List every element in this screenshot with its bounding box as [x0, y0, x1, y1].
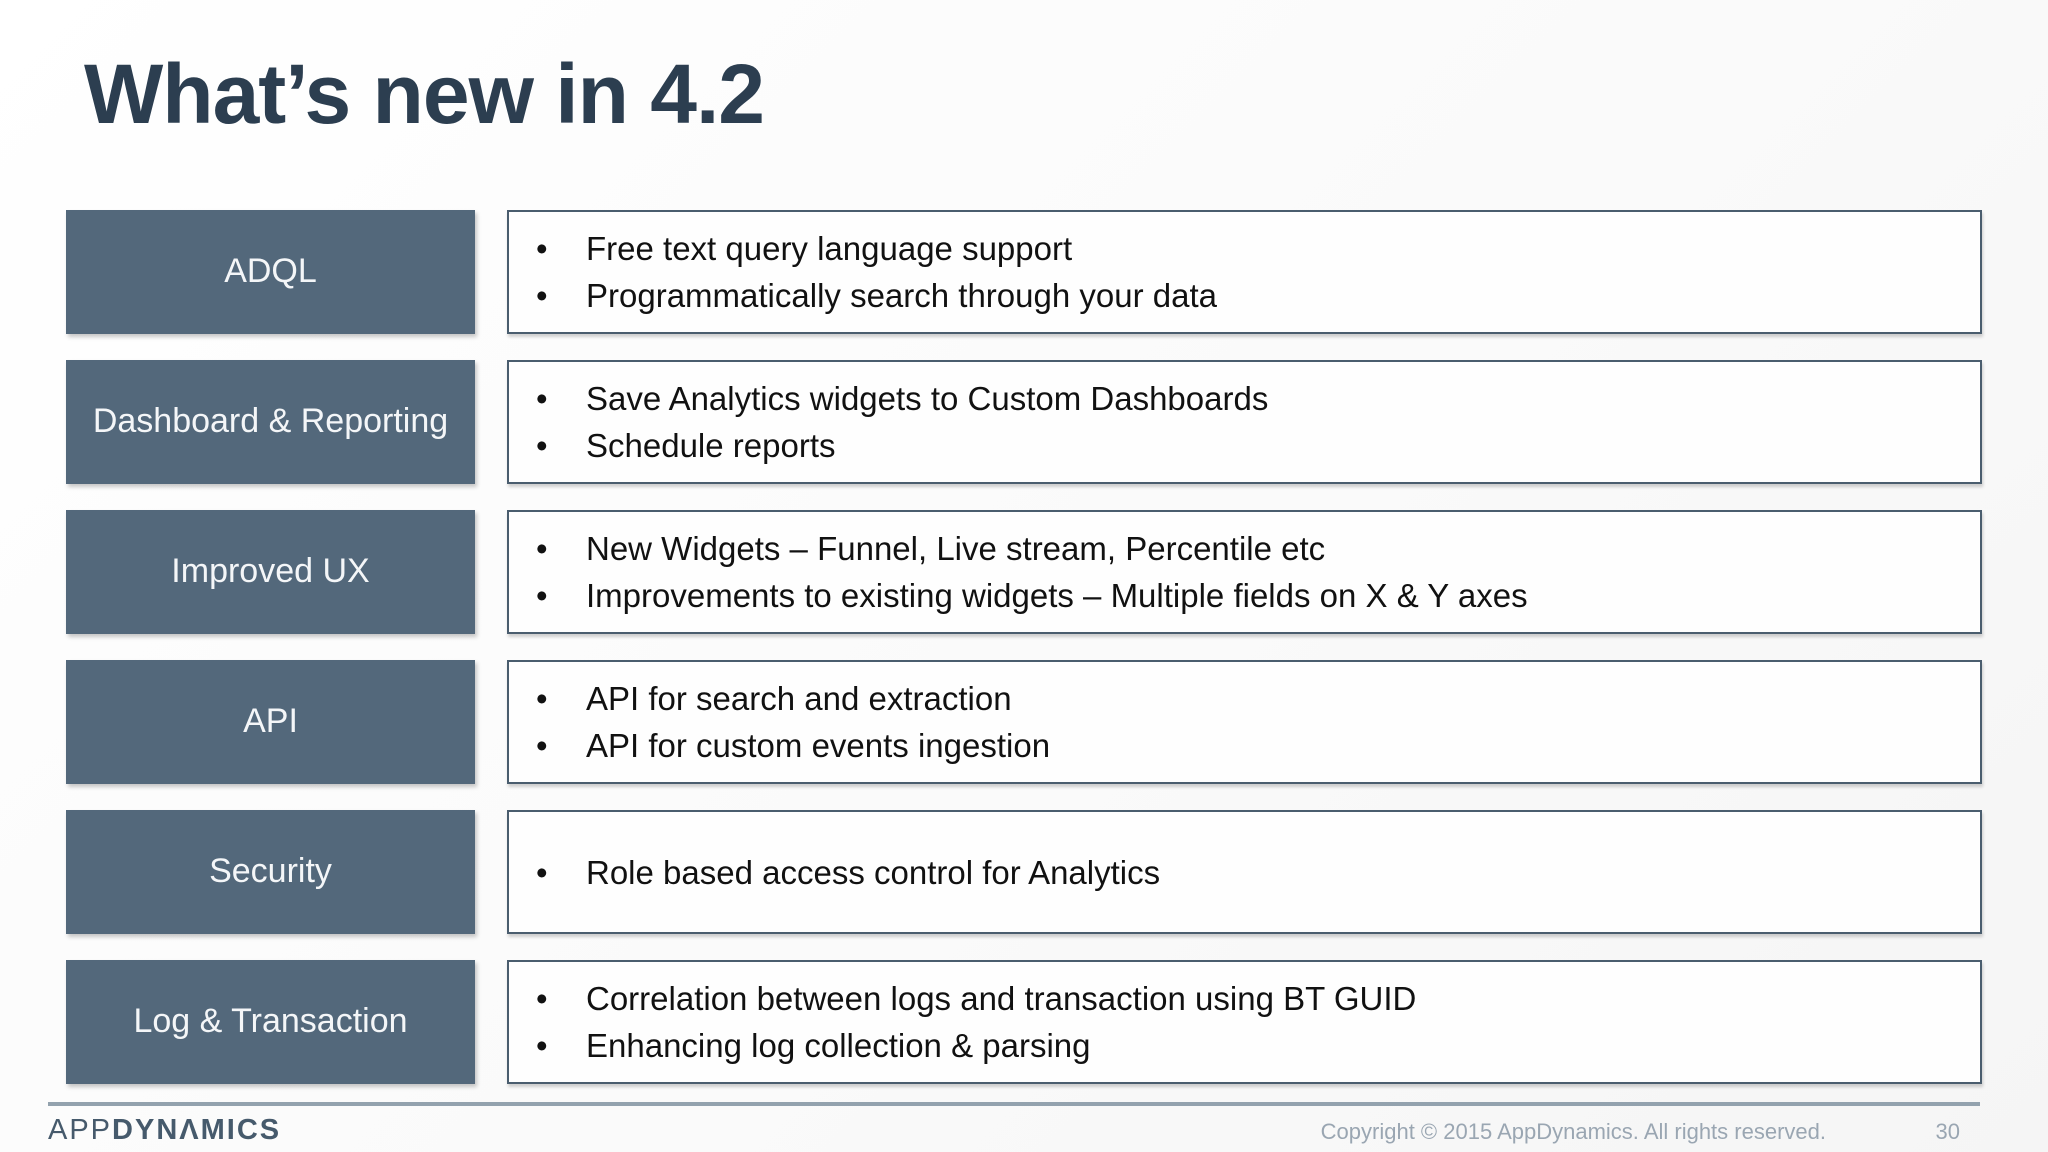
table-row: Log & Transaction Correlation between lo… [66, 960, 1982, 1084]
bullet-item: API for custom events ingestion [509, 722, 1960, 769]
row-content-security: Role based access control for Analytics [507, 810, 1982, 934]
row-label-improved-ux: Improved UX [66, 510, 475, 634]
copyright-text: Copyright © 2015 AppDynamics. All rights… [1320, 1119, 1826, 1144]
bullet-item: Programmatically search through your dat… [509, 272, 1960, 319]
table-row: Dashboard & Reporting Save Analytics wid… [66, 360, 1982, 484]
bullet-list: Role based access control for Analytics [509, 849, 1960, 896]
table-row: Improved UX New Widgets – Funnel, Live s… [66, 510, 1982, 634]
row-content-api: API for search and extraction API for cu… [507, 660, 1982, 784]
bullet-list: Save Analytics widgets to Custom Dashboa… [509, 375, 1960, 469]
table-row: ADQL Free text query language support Pr… [66, 210, 1982, 334]
row-label-dashboard-reporting: Dashboard & Reporting [66, 360, 475, 484]
slide-title: What’s new in 4.2 [84, 47, 765, 141]
logo-text-dynamics: DYNΛMICS [112, 1114, 282, 1146]
bullet-item: Save Analytics widgets to Custom Dashboa… [509, 375, 1960, 422]
row-gap [475, 960, 507, 1084]
bullet-item: Enhancing log collection & parsing [509, 1022, 1960, 1069]
bullet-item: Role based access control for Analytics [509, 849, 1960, 896]
bullet-item: Free text query language support [509, 225, 1960, 272]
row-label-security: Security [66, 810, 475, 934]
appdynamics-logo: APPDYNΛMICS [48, 1114, 281, 1147]
row-content-dashboard-reporting: Save Analytics widgets to Custom Dashboa… [507, 360, 1982, 484]
bullet-list: API for search and extraction API for cu… [509, 675, 1960, 769]
row-label-adql: ADQL [66, 210, 475, 334]
row-label-api: API [66, 660, 475, 784]
row-label-log-transaction: Log & Transaction [66, 960, 475, 1084]
row-gap [475, 660, 507, 784]
bullet-item: New Widgets – Funnel, Live stream, Perce… [509, 525, 1960, 572]
bullet-list: Correlation between logs and transaction… [509, 975, 1960, 1069]
bullet-item: Schedule reports [509, 422, 1960, 469]
bullet-item: Improvements to existing widgets – Multi… [509, 572, 1960, 619]
table-row: Security Role based access control for A… [66, 810, 1982, 934]
row-content-adql: Free text query language support Program… [507, 210, 1982, 334]
feature-table: ADQL Free text query language support Pr… [66, 210, 1982, 1110]
row-gap [475, 810, 507, 934]
row-content-improved-ux: New Widgets – Funnel, Live stream, Perce… [507, 510, 1982, 634]
row-content-log-transaction: Correlation between logs and transaction… [507, 960, 1982, 1084]
page-number: 30 [1935, 1119, 1960, 1144]
bullet-item: Correlation between logs and transaction… [509, 975, 1960, 1022]
table-row: API API for search and extraction API fo… [66, 660, 1982, 784]
bullet-item: API for search and extraction [509, 675, 1960, 722]
footer-divider [48, 1102, 1980, 1106]
bullet-list: New Widgets – Funnel, Live stream, Perce… [509, 525, 1960, 619]
logo-text-app: APP [48, 1114, 113, 1146]
row-gap [475, 510, 507, 634]
row-gap [475, 360, 507, 484]
bullet-list: Free text query language support Program… [509, 225, 1960, 319]
row-gap [475, 210, 507, 334]
